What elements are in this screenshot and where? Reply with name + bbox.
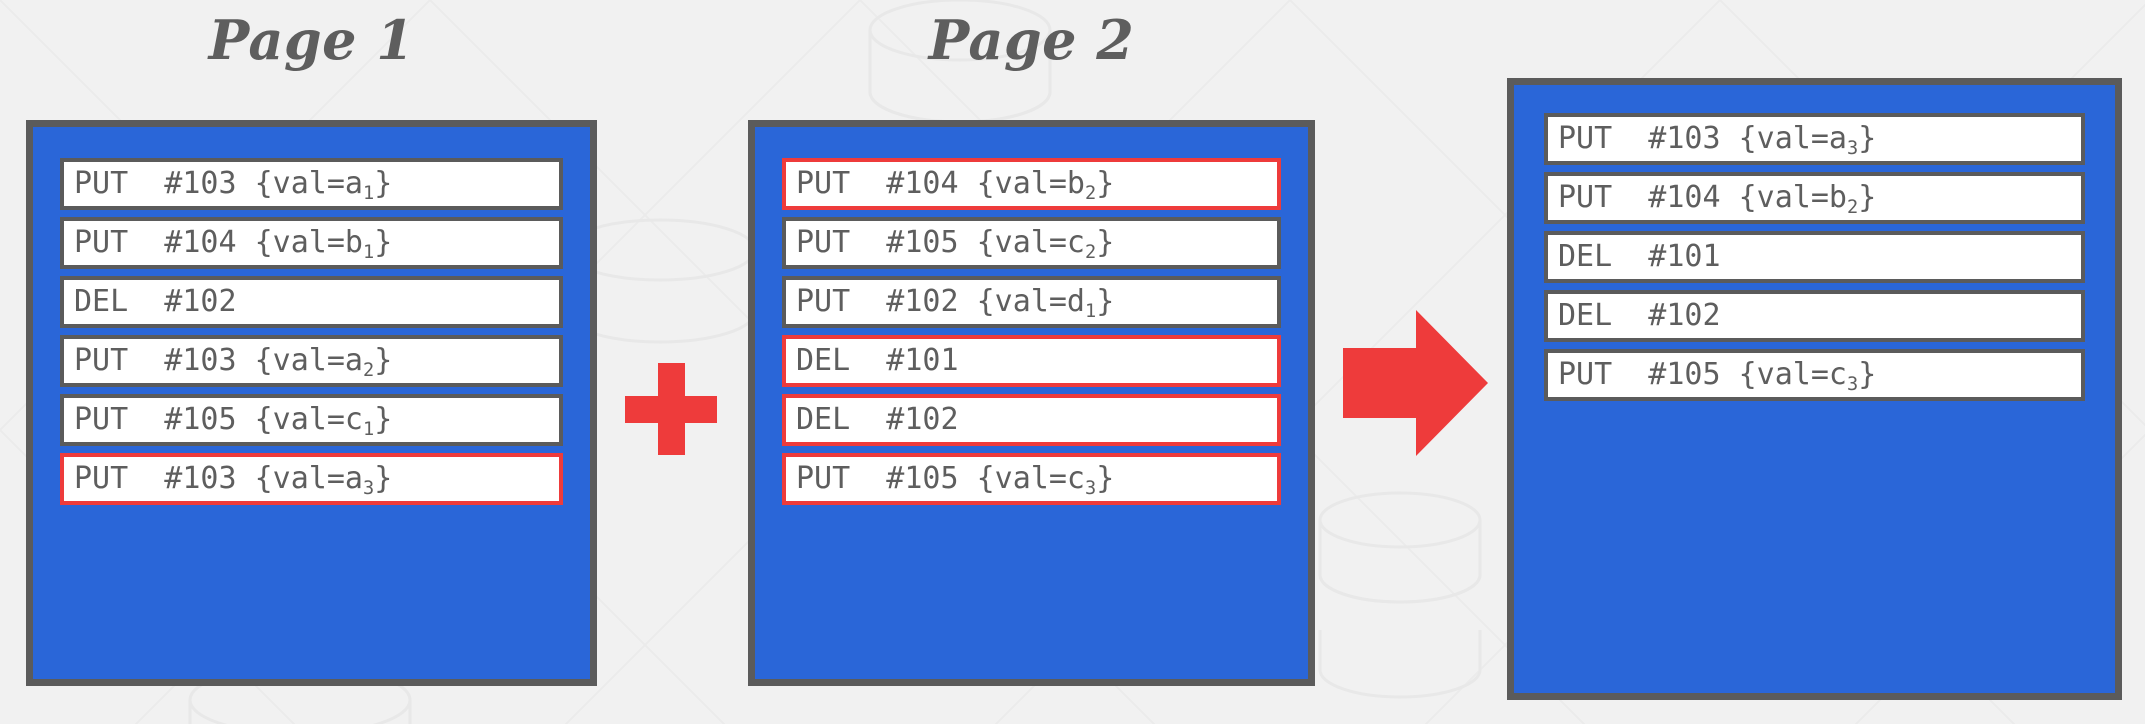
record-text: PUT #105 {val=c3} xyxy=(1558,357,1877,395)
record-text: PUT #104 {val=b2} xyxy=(1558,180,1877,218)
record-text: PUT #105 {val=c3} xyxy=(796,461,1115,499)
record-value-subscript: 3 xyxy=(1846,373,1859,395)
record-row: PUT #105 {val=c3} xyxy=(1544,349,2085,401)
record-row: PUT #103 {val=a2} xyxy=(60,335,563,387)
record-row: DEL #101 xyxy=(1544,231,2085,283)
record-text: DEL #101 xyxy=(1558,239,1721,274)
page-2-record-list: PUT #104 {val=b2} PUT #105 {val=c2} PUT #1… xyxy=(755,127,1308,512)
record-value-subscript: 1 xyxy=(362,182,375,204)
record-row: PUT #103 {val=a3} xyxy=(1544,113,2085,165)
record-row: DEL #102 xyxy=(1544,290,2085,342)
record-value-subscript: 1 xyxy=(1084,300,1097,322)
record-text: DEL #102 xyxy=(74,284,237,319)
record-row: PUT #103 {val=a1} xyxy=(60,158,563,210)
record-text: PUT #103 {val=a3} xyxy=(1558,121,1877,159)
record-text: PUT #103 {val=a3} xyxy=(74,461,393,499)
record-value-subscript: 2 xyxy=(1084,182,1097,204)
record-row: DEL #102 xyxy=(782,394,1281,446)
record-row: PUT #102 {val=d1} xyxy=(782,276,1281,328)
page-1-panel: PUT #103 {val=a1} PUT #104 {val=b1} DEL #1… xyxy=(26,120,597,686)
record-value-subscript: 2 xyxy=(1084,241,1097,263)
record-text: PUT #102 {val=d1} xyxy=(796,284,1115,322)
right-arrow-icon xyxy=(1343,310,1488,456)
page-1-title: Page 1 xyxy=(208,8,415,72)
record-text: PUT #104 {val=b2} xyxy=(796,166,1115,204)
plus-vertical-bar xyxy=(658,363,685,455)
record-text: DEL #101 xyxy=(796,343,959,378)
record-value-subscript: 3 xyxy=(362,477,375,499)
record-value-subscript: 1 xyxy=(362,241,375,263)
record-value-subscript: 3 xyxy=(1084,477,1097,499)
record-row: PUT #104 {val=b2} xyxy=(782,158,1281,210)
record-text: PUT #105 {val=c1} xyxy=(74,402,393,440)
record-value-subscript: 1 xyxy=(362,418,375,440)
plus-operator-icon xyxy=(625,363,717,455)
record-row: DEL #102 xyxy=(60,276,563,328)
record-row: PUT #105 {val=c2} xyxy=(782,217,1281,269)
record-text: PUT #104 {val=b1} xyxy=(74,225,393,263)
record-text: PUT #103 {val=a1} xyxy=(74,166,393,204)
record-value-subscript: 2 xyxy=(1846,196,1859,218)
record-row: DEL #101 xyxy=(782,335,1281,387)
record-row: PUT #105 {val=c1} xyxy=(60,394,563,446)
record-row: PUT #104 {val=b2} xyxy=(1544,172,2085,224)
record-value-subscript: 2 xyxy=(362,359,375,381)
page-1-record-list: PUT #103 {val=a1} PUT #104 {val=b1} DEL #1… xyxy=(33,127,590,512)
page-2-title: Page 2 xyxy=(928,8,1135,72)
record-text: DEL #102 xyxy=(796,402,959,437)
merged-record-list: PUT #103 {val=a3} PUT #104 {val=b2} DEL #1… xyxy=(1514,85,2115,408)
page-2-panel: PUT #104 {val=b2} PUT #105 {val=c2} PUT #1… xyxy=(748,120,1315,686)
record-row: PUT #103 {val=a3} xyxy=(60,453,563,505)
record-text: DEL #102 xyxy=(1558,298,1721,333)
record-row: PUT #104 {val=b1} xyxy=(60,217,563,269)
record-value-subscript: 3 xyxy=(1846,137,1859,159)
merged-result-panel: PUT #103 {val=a3} PUT #104 {val=b2} DEL #1… xyxy=(1507,78,2122,700)
record-row: PUT #105 {val=c3} xyxy=(782,453,1281,505)
record-text: PUT #105 {val=c2} xyxy=(796,225,1115,263)
record-text: PUT #103 {val=a2} xyxy=(74,343,393,381)
